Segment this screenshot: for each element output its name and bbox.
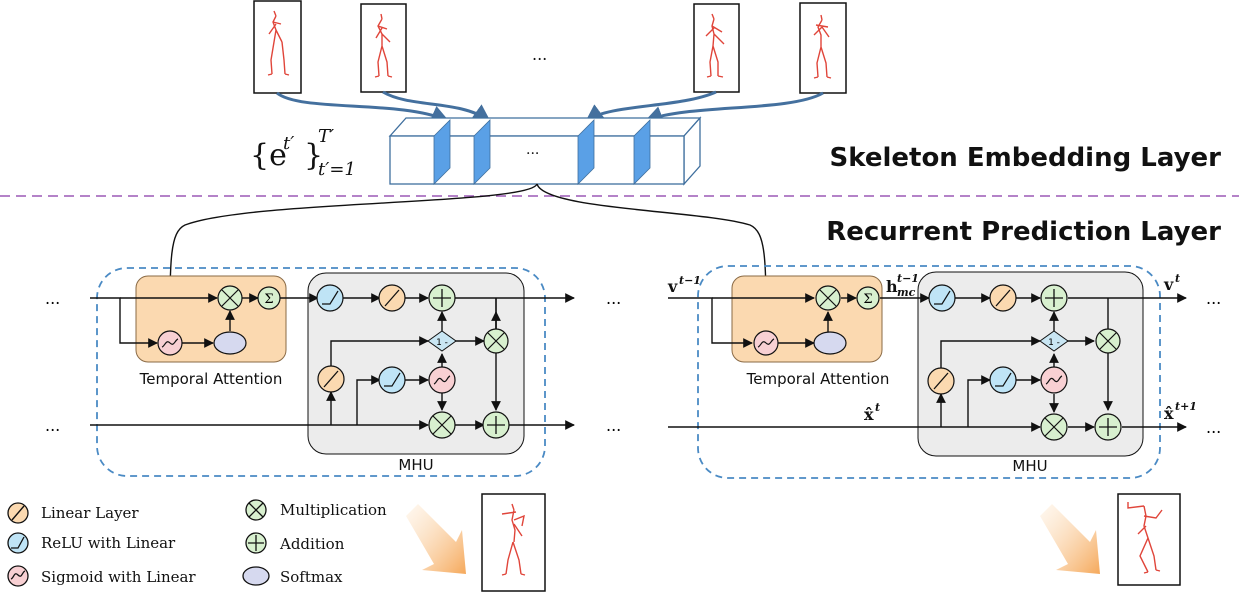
linear-node-top-right (989, 284, 1017, 312)
svg-text:{e: {e (250, 138, 287, 173)
frame-to-embedding-arrows (276, 90, 824, 124)
sigmoid-node-attn-left (157, 330, 183, 356)
temporal-attention-label-left: Temporal Attention (139, 370, 283, 388)
add-node-bottom-left (482, 411, 510, 439)
multiplication-icon (245, 499, 267, 521)
recurrent-cell-left: Temporal Attention MHU (45, 267, 621, 477)
svg-text:t+1: t+1 (1175, 400, 1197, 413)
embedding-sequence-label: {e t′ } T′ t′=1 (250, 126, 356, 180)
embedding-block: ... (388, 116, 702, 186)
svg-text:T′: T′ (318, 126, 334, 147)
svg-text:x̂: x̂ (1164, 404, 1174, 423)
mult-node-attn-right (815, 285, 841, 311)
frames-ellipsis: ... (532, 45, 547, 64)
predicted-skeleton-frame-right (1117, 493, 1181, 586)
relu-node-mid-right (989, 366, 1017, 394)
temporal-attention-box-right (731, 275, 883, 363)
sigmoid-node-attn-right (753, 330, 779, 356)
softmax-icon (242, 566, 270, 586)
svg-text:x̂: x̂ (864, 405, 874, 424)
svg-text:v: v (1163, 275, 1174, 294)
add-node-bottom-right (1094, 413, 1122, 441)
embedding-block-ellipsis: ... (526, 142, 539, 158)
ellipsis-out-bottom-left: ... (606, 416, 621, 435)
mult-node-bottom-right (1040, 413, 1068, 441)
output-arrow-right (1040, 504, 1100, 574)
wires-right (668, 293, 1187, 432)
legend-label-softmax: Softmax (280, 568, 343, 586)
embedding-layer-title: Skeleton Embedding Layer (830, 143, 1222, 173)
mhu-box-right (917, 271, 1144, 457)
cell-boundary-left (96, 267, 546, 477)
output-arrow-left (406, 504, 466, 574)
softmax-node-left (213, 331, 247, 355)
sigmoid-linear-icon (7, 565, 29, 587)
svg-text:Σ: Σ (863, 292, 872, 307)
mhu-label-left: MHU (398, 456, 433, 474)
svg-text:v: v (667, 277, 678, 296)
one-minus-node-left: 1 - (427, 330, 457, 352)
skeleton-frame-1 (253, 0, 302, 94)
svg-text:t′=1: t′=1 (318, 159, 356, 180)
sigmoid-node-mhu-right (1040, 366, 1068, 394)
one-minus-node-right: 1 - (1039, 330, 1069, 352)
svg-text:t: t (1175, 272, 1180, 285)
recurrent-cell-right: Temporal Attention MHU (667, 265, 1221, 479)
addition-icon (245, 532, 267, 554)
linear-layer-icon (7, 502, 29, 524)
ellipsis-in-bottom-left: ... (45, 416, 60, 435)
sum-node-left: Σ (257, 286, 281, 310)
legend-label-linear: Linear Layer (41, 504, 139, 522)
legend-label-multiplication: Multiplication (280, 501, 387, 519)
softmax-node-right (813, 331, 847, 355)
mhu-label-right: MHU (1012, 457, 1047, 475)
input-frames: ... (253, 0, 847, 94)
linear-node-top-left (378, 284, 406, 312)
predicted-skeleton-frame-left (481, 493, 546, 592)
variable-labels-right: v t−1 h t−1 mc v t x̂ t x̂ t+1 (667, 272, 1197, 424)
svg-text:1 -: 1 - (1048, 338, 1060, 348)
svg-text:h: h (886, 277, 898, 296)
legend: Linear Layer ReLU with Linear Sigmoid wi… (7, 499, 387, 587)
add-node-top-right (1040, 284, 1068, 312)
legend-label-addition: Addition (279, 535, 345, 553)
mult-node-mid-right (1095, 328, 1121, 354)
ellipsis-out-top-left: ... (606, 289, 621, 308)
svg-text:mc: mc (897, 286, 916, 299)
relu-node-top-right (928, 284, 956, 312)
legend-label-sigmoid: Sigmoid with Linear (41, 568, 196, 586)
ellipsis-in-top-left: ... (45, 289, 60, 308)
mult-node-attn-left (217, 285, 243, 311)
skeleton-frame-3 (693, 3, 740, 93)
mult-node-mid-left (483, 328, 509, 354)
mhu-box-left (307, 272, 525, 455)
add-node-top-left (428, 284, 456, 312)
sum-node-right: Σ (856, 286, 880, 310)
relu-linear-icon (7, 532, 29, 554)
svg-text:t′: t′ (283, 133, 294, 154)
embedding-to-attention-links (165, 183, 771, 329)
svg-text:Σ: Σ (264, 292, 273, 307)
svg-text:1 -: 1 - (436, 338, 448, 348)
svg-text:t−1: t−1 (679, 274, 701, 287)
svg-text:t: t (875, 401, 880, 414)
skeleton-frame-2 (360, 3, 407, 93)
ellipsis-out-top-right: ... (1206, 289, 1221, 308)
mult-node-bottom-left (428, 411, 456, 439)
temporal-attention-label-right: Temporal Attention (746, 370, 890, 388)
relu-node-top-left (316, 284, 344, 312)
linear-node-bottom-right (927, 367, 955, 395)
ellipsis-out-bottom-right: ... (1206, 418, 1221, 437)
svg-text:t−1: t−1 (897, 272, 919, 285)
legend-label-relu: ReLU with Linear (41, 534, 176, 552)
relu-node-mid-left (378, 366, 406, 394)
sigmoid-node-mhu-left (428, 366, 456, 394)
recurrent-layer-title: Recurrent Prediction Layer (826, 217, 1221, 247)
skeleton-frame-4 (799, 2, 847, 94)
linear-node-bottom-left (317, 365, 345, 393)
wires-left (90, 293, 575, 430)
svg-text:}: } (304, 138, 323, 173)
